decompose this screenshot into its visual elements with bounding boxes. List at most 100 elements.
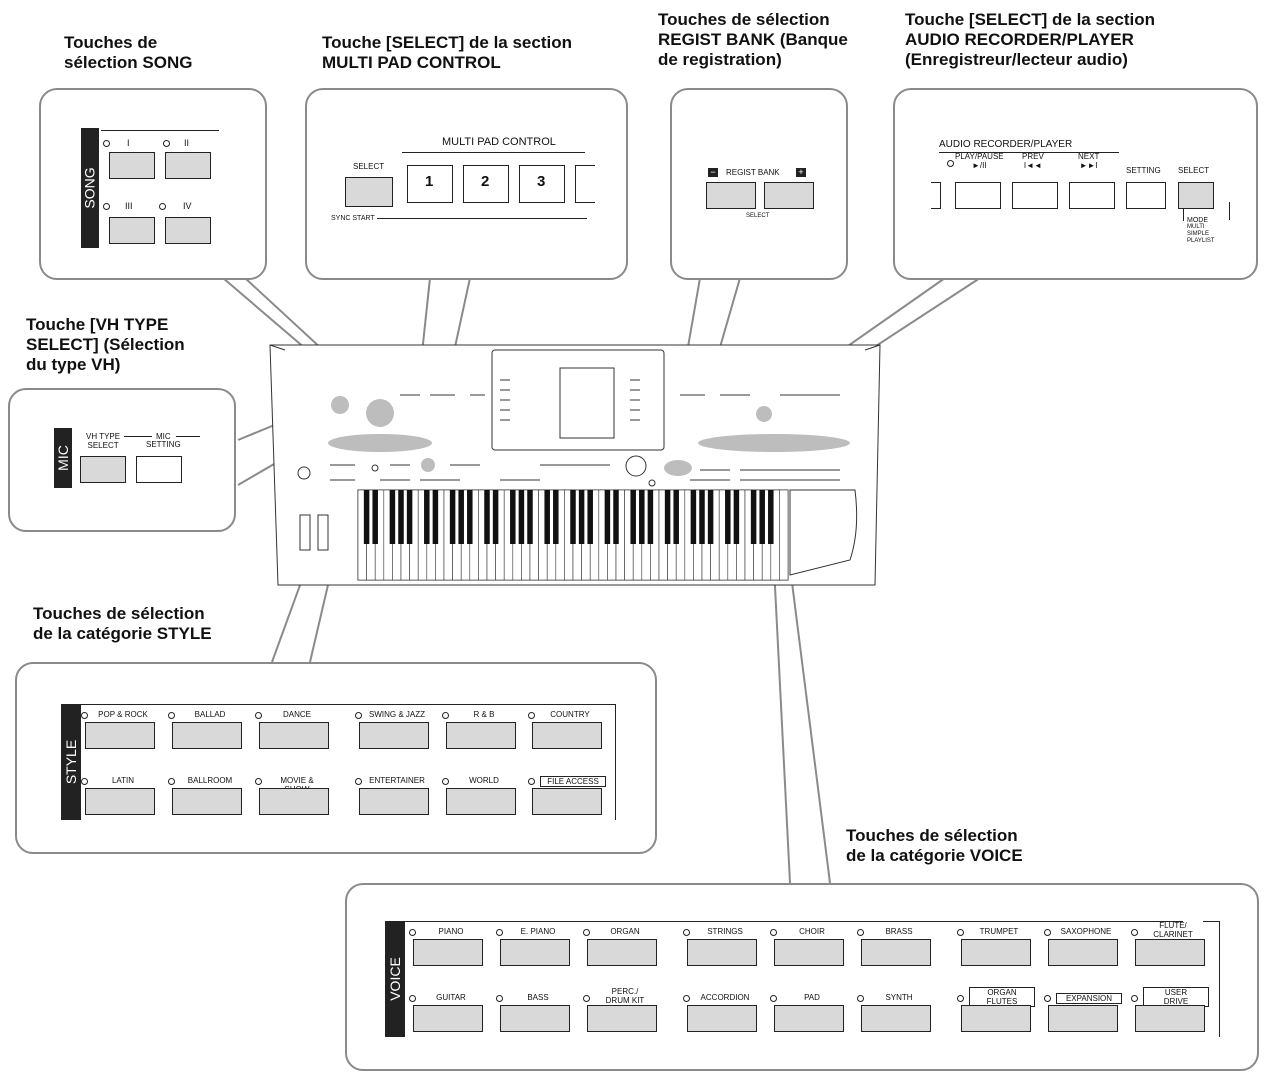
audio-next-button[interactable] [1069, 182, 1115, 209]
voice-button[interactable] [1048, 939, 1118, 966]
style-led [442, 778, 449, 785]
voice-button[interactable] [861, 939, 931, 966]
multipad-panel: MULTI PAD CONTROL SELECT 1 2 3 SYNC STAR… [305, 88, 628, 280]
style-button[interactable] [532, 722, 602, 749]
caption-regist: Touches de sélection REGIST BANK (Banque… [658, 10, 848, 69]
style-button[interactable] [359, 788, 429, 815]
mic-setting-label: SETTING [146, 440, 181, 449]
voice-button[interactable] [413, 1005, 483, 1032]
style-label: BALLAD [194, 710, 226, 719]
style-led [528, 712, 535, 719]
voice-button[interactable] [587, 1005, 657, 1032]
voice-button[interactable] [861, 1005, 931, 1032]
audio-play-button[interactable] [955, 182, 1001, 209]
song-button-ii[interactable] [165, 152, 211, 179]
audio-prev-button[interactable] [1012, 182, 1058, 209]
style-button[interactable] [172, 722, 242, 749]
caption-vh: Touche [VH TYPE SELECT] (Sélection du ty… [26, 315, 185, 374]
voice-label: CHOIR [799, 927, 825, 936]
voice-button[interactable] [1135, 1005, 1205, 1032]
multipad-sync-label: SYNC START [331, 215, 375, 222]
voice-button[interactable] [413, 939, 483, 966]
audio-partial-button[interactable] [931, 182, 941, 209]
style-led [255, 712, 262, 719]
multipad-select-button[interactable] [345, 177, 393, 207]
voice-button[interactable] [1135, 939, 1205, 966]
style-led [81, 778, 88, 785]
mic-setting-button[interactable] [136, 456, 182, 483]
voice-button[interactable] [961, 939, 1031, 966]
voice-button[interactable] [500, 1005, 570, 1032]
voice-label: ORGAN [610, 927, 640, 936]
multipad-select-label: SELECT [353, 162, 385, 171]
voice-button[interactable] [500, 939, 570, 966]
style-led [168, 778, 175, 785]
regist-panel: − REGIST BANK + SELECT [670, 88, 848, 280]
style-button[interactable] [259, 722, 329, 749]
multipad-pad-4-partial[interactable] [575, 165, 595, 203]
audio-mode-playlist: PLAYLIST [1187, 238, 1215, 244]
vh-type-select-button[interactable] [80, 456, 126, 483]
voice-led [583, 929, 590, 936]
regist-select-label: SELECT [746, 213, 770, 219]
voice-label: ORGAN FLUTES [969, 987, 1035, 1007]
style-label: DANCE [282, 710, 311, 719]
song-button-i[interactable] [109, 152, 155, 179]
voice-button[interactable] [1048, 1005, 1118, 1032]
song-panel: SONG I II III IV [39, 88, 267, 280]
style-led [528, 778, 535, 785]
voice-label: EXPANSION [1056, 993, 1122, 1004]
song-label-i: I [127, 138, 130, 148]
song-label-iv: IV [183, 201, 192, 211]
audio-mode-simple: SIMPLE [1187, 231, 1210, 237]
voice-led [1131, 929, 1138, 936]
style-label: POP & ROCK [98, 710, 148, 719]
multipad-pad-2[interactable] [463, 165, 509, 203]
audio-select-button[interactable] [1178, 182, 1214, 209]
voice-button[interactable] [774, 1005, 844, 1032]
song-button-iv[interactable] [165, 217, 211, 244]
voice-button[interactable] [961, 1005, 1031, 1032]
voice-button[interactable] [587, 939, 657, 966]
multipad-pad-1[interactable] [407, 165, 453, 203]
style-led [255, 778, 262, 785]
song-tab: SONG [81, 128, 99, 248]
song-button-iii[interactable] [109, 217, 155, 244]
caption-song: Touches de sélection SONG [64, 33, 193, 72]
audio-play-label: PLAY/PAUSE ►/II [955, 152, 1004, 170]
style-tab: STYLE [61, 704, 81, 820]
regist-plus-icon: + [796, 168, 806, 177]
voice-label: SYNTH [885, 993, 913, 1002]
voice-button[interactable] [687, 1005, 757, 1032]
style-button[interactable] [172, 788, 242, 815]
style-button[interactable] [532, 788, 602, 815]
style-button[interactable] [85, 722, 155, 749]
style-button[interactable] [446, 788, 516, 815]
song-label-ii: II [184, 138, 190, 148]
audio-mode-label: MODE [1187, 217, 1208, 224]
style-button[interactable] [446, 722, 516, 749]
style-button[interactable] [359, 722, 429, 749]
caption-multipad: Touche [SELECT] de la section MULTI PAD … [322, 33, 572, 72]
style-led [355, 712, 362, 719]
voice-button[interactable] [774, 939, 844, 966]
voice-label: ACCORDION [700, 993, 750, 1002]
voice-led [683, 929, 690, 936]
regist-plus-button[interactable] [764, 182, 814, 209]
style-button[interactable] [85, 788, 155, 815]
style-led [81, 712, 88, 719]
voice-led [1131, 995, 1138, 1002]
voice-button[interactable] [687, 939, 757, 966]
voice-label: USER DRIVE [1143, 987, 1209, 1007]
style-button[interactable] [259, 788, 329, 815]
voice-led [957, 929, 964, 936]
voice-led [857, 995, 864, 1002]
audio-setting-button[interactable] [1126, 182, 1166, 209]
regist-minus-button[interactable] [706, 182, 756, 209]
voice-label: PAD [804, 993, 820, 1002]
voice-label: SAXOPHONE [1060, 927, 1112, 936]
style-label: WORLD [469, 776, 499, 785]
multipad-pad-3[interactable] [519, 165, 565, 203]
style-label: COUNTRY [550, 710, 590, 719]
voice-label: STRINGS [707, 927, 743, 936]
